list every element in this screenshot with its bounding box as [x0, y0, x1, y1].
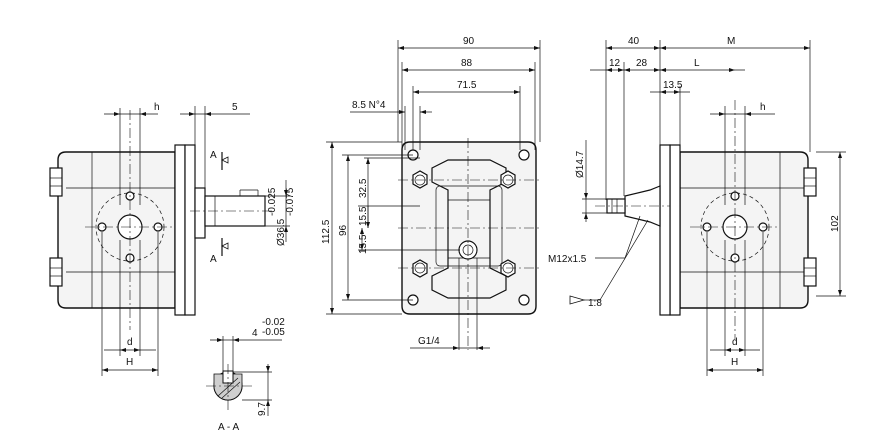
right-H-label: H: [731, 357, 738, 368]
right-width-L: L: [694, 58, 700, 69]
section-height: 9.7: [257, 402, 268, 416]
right-width-13-5: 13.5: [663, 80, 683, 91]
front-height-112-5: 112.5: [321, 219, 332, 244]
front-view: 90 88 71.5 8.5 N°4 112.5 96: [321, 36, 541, 350]
front-height-15-5b: 15.5: [358, 234, 369, 254]
right-dia-14-7: Ø14.7: [575, 150, 586, 178]
right-width-28: 28: [636, 58, 648, 69]
front-height-96: 96: [338, 224, 349, 236]
left-5-label: 5: [232, 102, 238, 113]
shaft-diameter-label: Ø36.5: [276, 218, 287, 246]
front-width-71-5: 71.5: [457, 80, 477, 91]
shaft-tol-upper: -0.025: [267, 187, 278, 216]
left-h-label: h: [154, 102, 160, 113]
keyway-width: 4: [252, 328, 258, 339]
front-height-32-5: 32.5: [358, 178, 369, 198]
right-side-view: 40 M 12 28 L 13.5 h Ø14.7 M12x1.5: [548, 36, 846, 376]
left-H-label: H: [126, 357, 133, 368]
right-h-label: h: [760, 102, 766, 113]
section-title: A - A: [218, 422, 239, 433]
right-height-102: 102: [830, 215, 841, 232]
front-port-label: G1/4: [418, 336, 440, 347]
right-thread-label: M12x1.5: [548, 254, 587, 265]
front-holes-label: 8.5 N°4: [352, 100, 386, 111]
front-width-90: 90: [463, 36, 475, 47]
section-a-bottom: A: [210, 254, 217, 265]
front-height-15-5a: 15.5: [358, 206, 369, 226]
left-d-label: d: [127, 337, 133, 348]
right-width-40: 40: [628, 36, 640, 47]
right-d-label: d: [732, 337, 738, 348]
right-width-M: M: [727, 36, 735, 47]
right-taper-label: 1:8: [588, 298, 602, 309]
section-a-top: A: [210, 150, 217, 161]
shaft-tol-lower: -0.075: [285, 187, 296, 216]
front-width-88: 88: [461, 58, 473, 69]
right-width-12: 12: [609, 58, 621, 69]
section-a-a-view: 4 -0.02 -0.05 9.7 A - A: [206, 317, 285, 433]
keyway-tol-upper: -0.02: [262, 317, 285, 328]
keyway-tol-lower: -0.05: [262, 327, 285, 338]
left-side-view: h 5 A A Ø36.5 -0.025 -0.075 d: [49, 102, 296, 376]
